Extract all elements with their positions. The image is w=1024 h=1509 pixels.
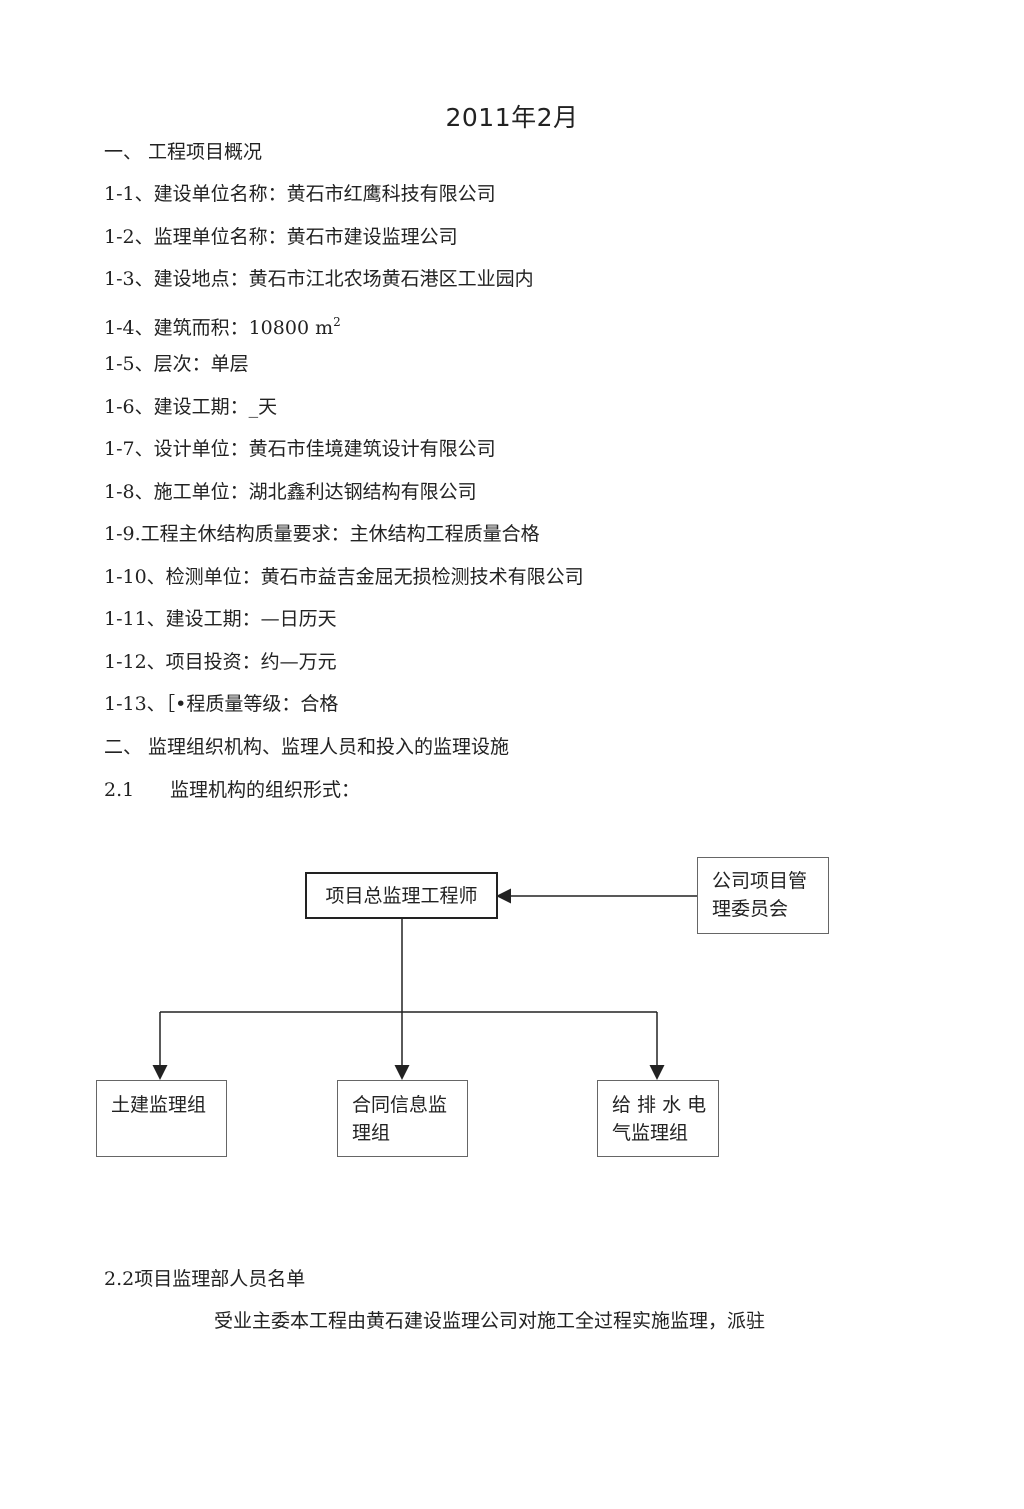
committee-box: 公司项目管 理委员会 (697, 857, 829, 934)
item-1-13: 1-13、［•程质量等级：合格 (104, 693, 339, 715)
section-2-1: 2.1 监理机构的组织形式： (104, 777, 360, 803)
chief-engineer-box: 项目总监理工程师 (305, 872, 498, 919)
mep-label-line2: 气监理组 (612, 1122, 689, 1144)
section-2-2-heading: 2.2项目监理部人员名单 (104, 1268, 306, 1290)
item-1-2: 1-2、监理单位名称：黄石市建设监理公司 (104, 226, 458, 248)
mep-label-line1: 给 排 水 电 (612, 1094, 707, 1116)
section-2-1-number: 2.1 (104, 779, 135, 801)
item-1-8: 1-8、施工单位：湖北鑫利达钢结构有限公司 (104, 481, 477, 503)
section-1-heading: 一、 工程项目概况 (104, 141, 263, 163)
body-paragraph: 受业主委本工程由黄石建设监理公司对施工全过程实施监理，派驻 (214, 1310, 766, 1332)
section-2-1-label: 监理机构的组织形式： (170, 779, 361, 801)
area-superscript: 2 (333, 315, 341, 329)
civil-group-box: 土建监理组 (96, 1080, 227, 1157)
contract-info-group-box: 合同信息监 理组 (337, 1080, 468, 1157)
item-1-9: 1-9.工程主休结构质量要求：主休结构工程质量合格 (104, 523, 540, 545)
item-1-6: 1-6、建设工期：_天 (104, 396, 278, 418)
committee-label-line1: 公司项目管 (712, 870, 808, 892)
item-1-12: 1-12、项目投资：约—万元 (104, 651, 337, 673)
chief-engineer-label: 项目总监理工程师 (325, 885, 478, 907)
contract-info-label-line2: 理组 (352, 1122, 391, 1144)
item-1-1: 1-1、建设单位名称：黄石市红鹰科技有限公司 (104, 183, 496, 205)
item-1-10: 1-10、检测单位：黄石市益吉金屈无损检测技术有限公司 (104, 566, 584, 588)
civil-group-label: 土建监理组 (111, 1094, 207, 1116)
date-title: 2011年2月 (445, 103, 579, 132)
item-1-5: 1-5、层次：单层 (104, 353, 249, 375)
section-2-heading: 二、 监理组织机构、监理人员和投入的监理设施 (104, 736, 510, 758)
item-1-4-text: 1-4、建筑而积：10800 m (104, 317, 334, 339)
item-1-4: 1-4、建筑而积：10800 m2 (104, 309, 341, 341)
committee-label-line2: 理委员会 (712, 898, 789, 920)
item-1-3: 1-3、建设地点：黄石市江北农场黄石港区工业园内 (104, 268, 534, 290)
contract-info-label-line1: 合同信息监 (352, 1094, 448, 1116)
item-1-7: 1-7、设计单位：黄石市佳境建筑设计有限公司 (104, 438, 496, 460)
mep-group-box: 给 排 水 电 气监理组 (597, 1080, 719, 1157)
item-1-11: 1-11、建设工期：—日历天 (104, 608, 337, 630)
